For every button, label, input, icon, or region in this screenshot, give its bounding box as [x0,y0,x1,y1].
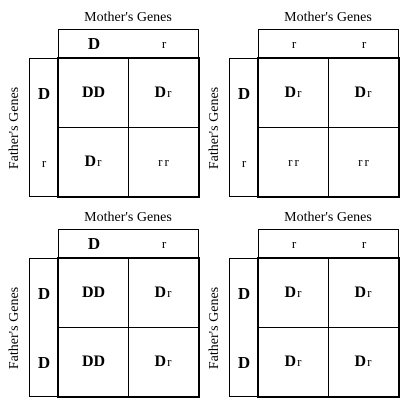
mother-allele-text: D [87,34,101,53]
father-allele-1: D [230,259,258,328]
offspring-cell-r2c1: Dr [259,328,329,396]
father-genes-label-wrap: Father's Genes [2,58,28,198]
genotype-text: Dr [154,284,172,301]
mother-allele-text: r [361,236,367,251]
mother-genes-label: Mother's Genes [84,210,172,225]
offspring-cell-r1c2: Dr [129,259,198,328]
offspring-cell-r1c2: Dr [329,59,398,128]
father-allele-2: D [230,328,258,397]
father-genes-label-wrap: Father's Genes [202,258,228,398]
genotype-text: Dr [354,84,372,101]
mother-allele-2: r [329,30,399,58]
mother-allele-text: r [161,236,167,251]
father-allele-1: D [30,259,58,328]
genotype-text: Dr [154,84,172,101]
offspring-cell-r2c1: Dr [59,128,129,196]
father-genes-label: Father's Genes [207,286,222,370]
father-allele-text: r [241,154,247,170]
father-allele-1: D [30,59,58,128]
genotype-text: Dr [84,153,102,170]
offspring-cell-r1c1: DD [59,59,129,128]
offspring-cell-r1c2: Dr [129,59,198,128]
offspring-cell-r1c1: Dr [259,59,329,128]
mother-allele-1: D [59,30,129,58]
father-allele-2: r [230,128,258,197]
father-allele-2: D [30,328,58,397]
offspring-cell-r1c1: Dr [259,259,329,328]
mother-genes-label: Mother's Genes [284,210,372,225]
father-genes-label: Father's Genes [7,86,22,170]
father-genes-label-wrap: Father's Genes [202,58,228,198]
mother-allele-1: D [59,230,129,258]
genotype-text: Dr [354,284,372,301]
father-allele-text: D [237,83,251,103]
father-genes-label: Father's Genes [7,286,22,370]
mother-allele-text: r [161,36,167,51]
father-allele-2: r [30,128,58,197]
offspring-cell-r2c2: Dr [329,328,398,396]
mother-allele-text: r [291,36,297,51]
genotype-text: Dr [284,353,302,370]
genotype-text: DD [81,284,106,301]
father-allele-1: D [230,59,258,128]
mother-allele-text: r [361,36,367,51]
mother-allele-text: r [291,236,297,251]
genotype-text: Dr [154,353,172,370]
offspring-cell-r1c2: Dr [329,259,398,328]
genotype-text: DD [81,84,106,101]
father-genes-label: Father's Genes [207,86,222,170]
father-allele-text: D [37,83,51,103]
genotype-text: Dr [284,84,302,101]
father-allele-text: D [37,283,51,303]
mother-allele-2: r [129,230,199,258]
mother-allele-text: D [87,234,101,253]
mother-allele-2: r [129,30,199,58]
offspring-cell-r1c1: DD [59,259,129,328]
genotype-text: Dr [354,353,372,370]
offspring-cell-r2c2: Dr [129,328,198,396]
father-allele-text: r [41,154,47,170]
mother-genes-label: Mother's Genes [284,10,372,25]
offspring-cell-r2c1: DD [59,328,129,396]
mother-allele-1: r [259,30,329,58]
genotype-text: Dr [284,284,302,301]
mother-allele-2: r [329,230,399,258]
father-allele-text: D [237,283,251,303]
father-allele-text: D [237,352,251,372]
father-genes-label-wrap: Father's Genes [2,258,28,398]
genotype-text: DD [81,353,106,370]
mother-allele-1: r [259,230,329,258]
father-allele-text: D [37,352,51,372]
mother-genes-label: Mother's Genes [84,10,172,25]
